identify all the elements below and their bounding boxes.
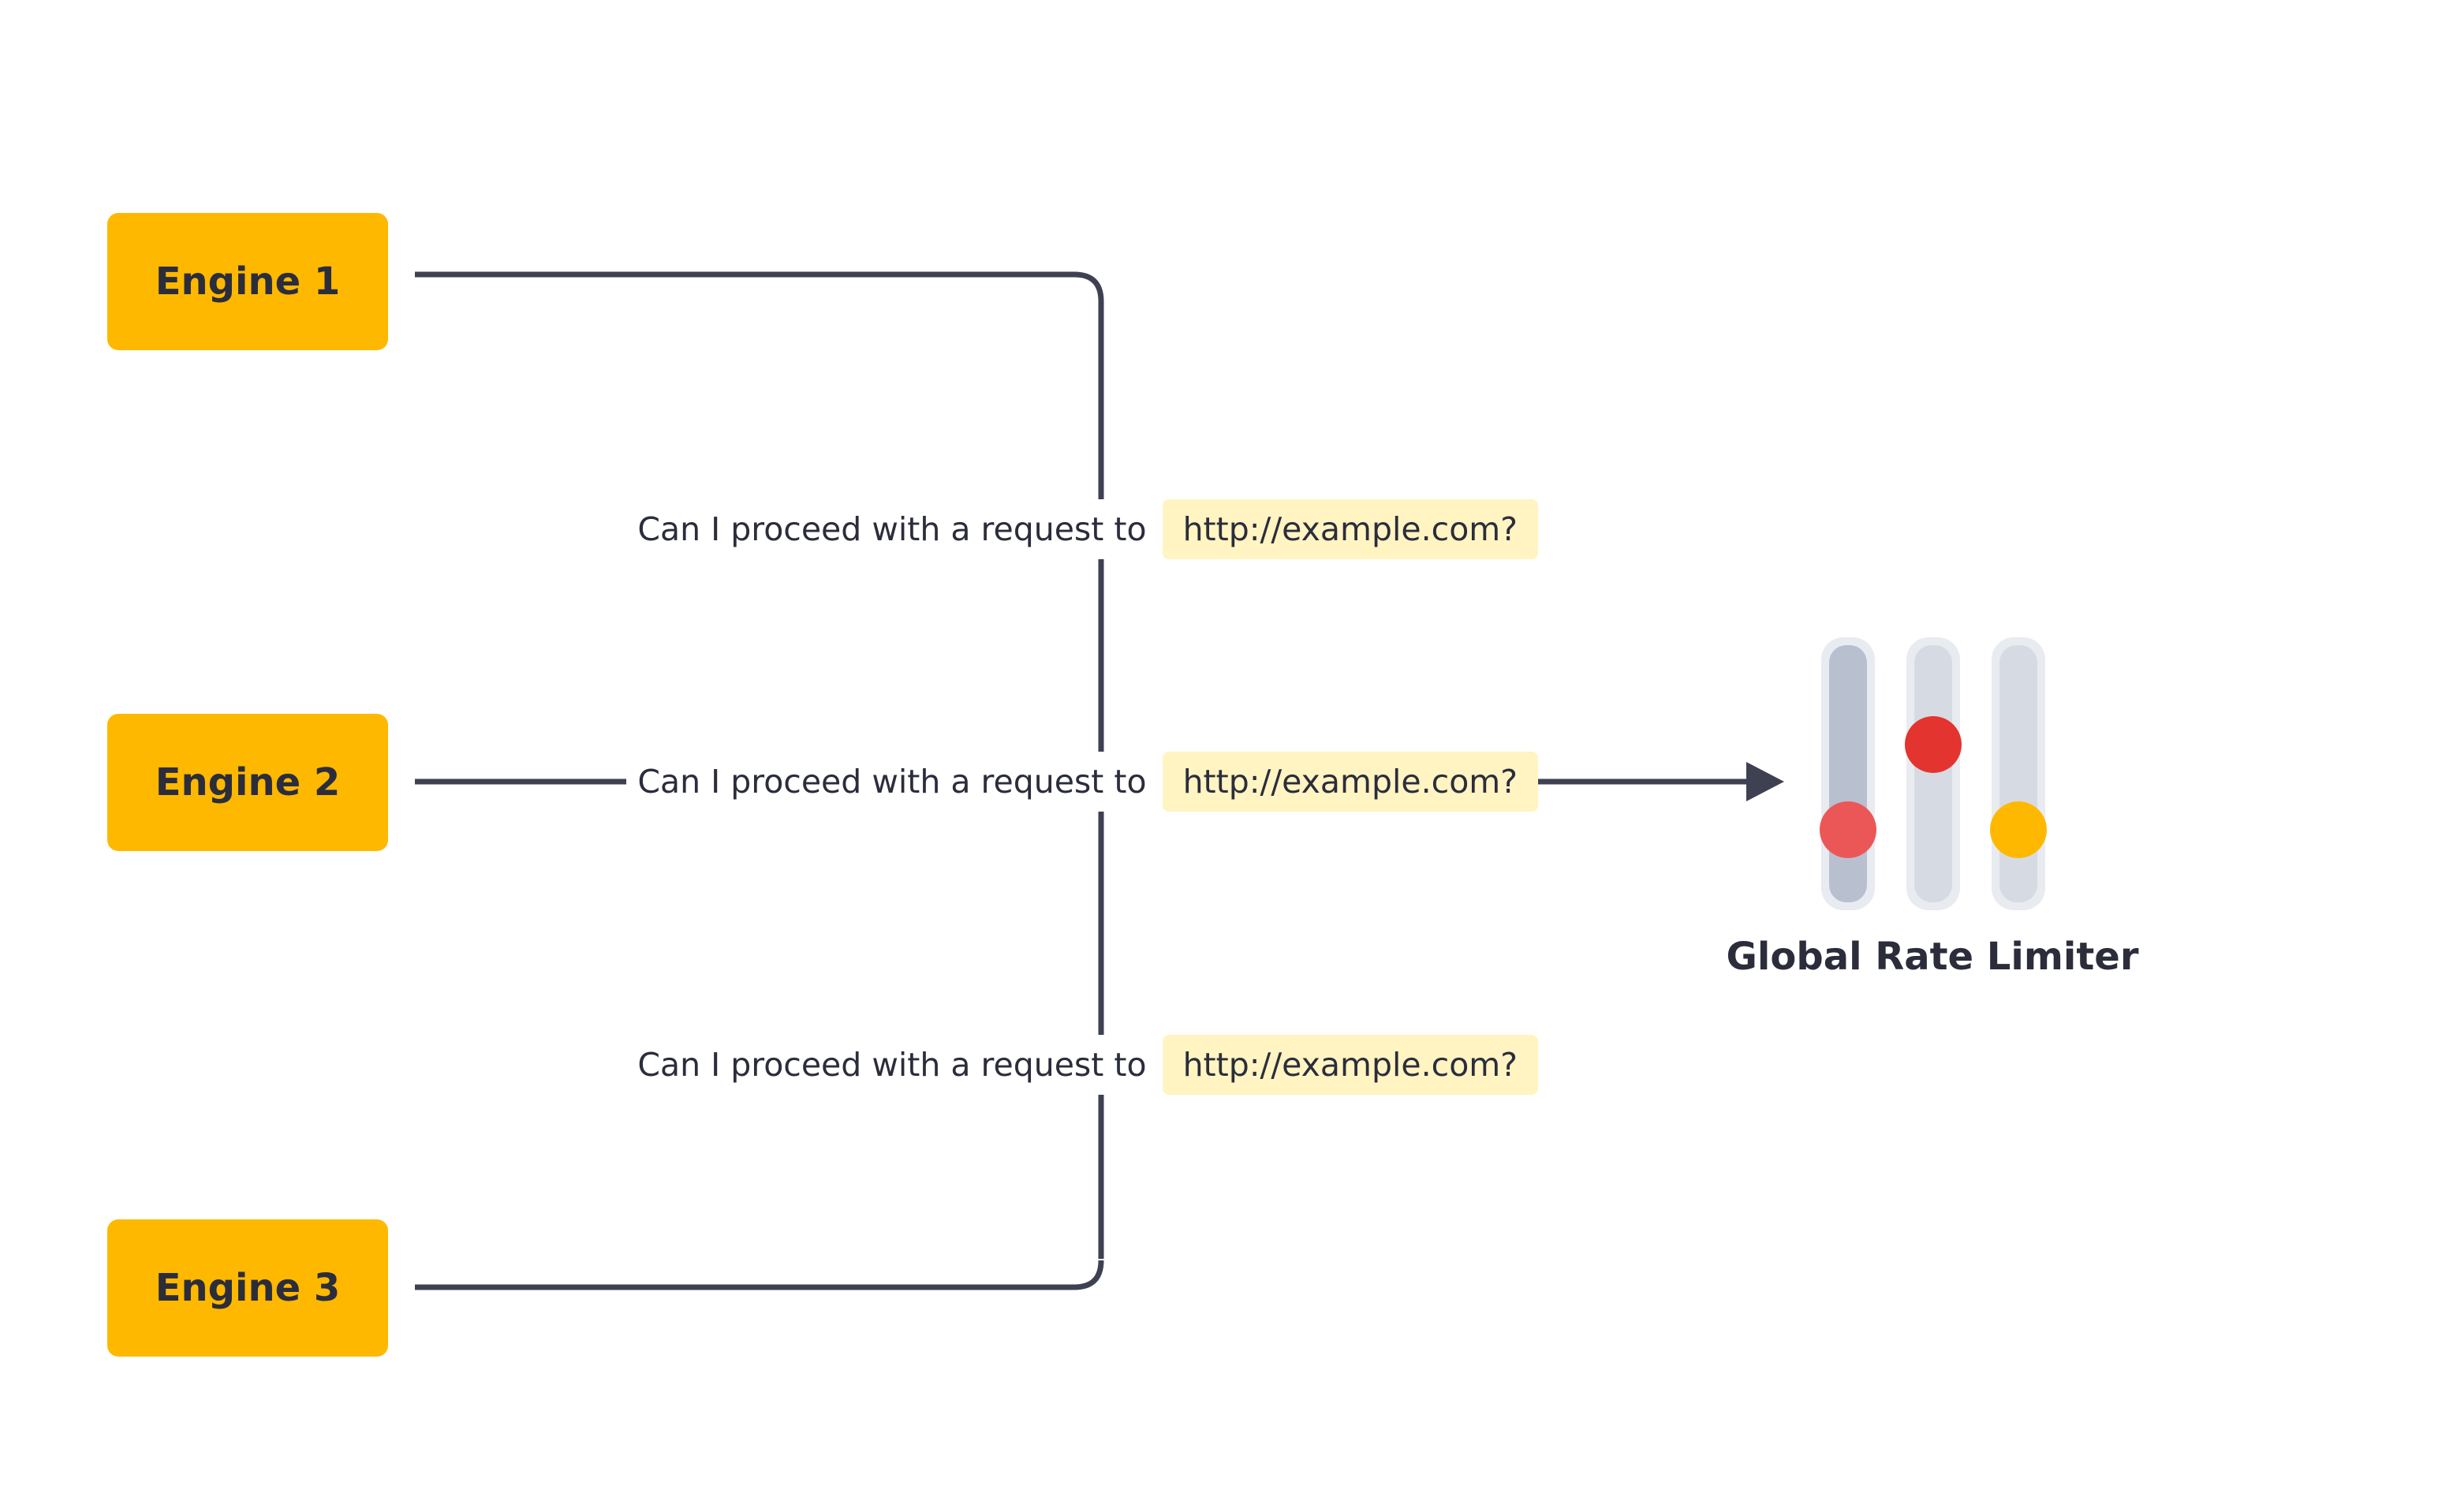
engine-1-box: Engine 1	[107, 213, 388, 350]
slider-2	[1905, 637, 1962, 910]
engine-1-label: Engine 1	[155, 259, 341, 304]
engine-1-connector	[415, 271, 1104, 1259]
slider-3	[1990, 637, 2047, 910]
url-highlight: http://example.com?	[1162, 499, 1538, 559]
url-highlight: http://example.com?	[1162, 752, 1538, 812]
question-text: Can I proceed with a request to	[637, 763, 1147, 801]
request-question-2: Can I proceed with a request to http://e…	[626, 752, 1538, 812]
engine-2-label: Engine 2	[155, 760, 341, 805]
rate-limiter-icon	[1820, 637, 2047, 910]
rate-limiter-title: Global Rate Limiter	[1726, 935, 2139, 979]
slider-1	[1820, 637, 1876, 910]
engine-3-connector	[415, 1260, 1104, 1290]
engine-2-box: Engine 2	[107, 714, 388, 851]
engine-3-label: Engine 3	[155, 1266, 341, 1310]
engine-3-box: Engine 3	[107, 1219, 388, 1357]
arrowhead-icon	[1746, 762, 1784, 801]
question-text: Can I proceed with a request to	[637, 510, 1147, 548]
slider-knob	[1905, 716, 1962, 773]
slider-knob	[1820, 801, 1876, 858]
request-question-1: Can I proceed with a request to http://e…	[626, 499, 1538, 559]
question-text: Can I proceed with a request to	[637, 1046, 1147, 1084]
request-question-3: Can I proceed with a request to http://e…	[626, 1035, 1538, 1095]
slider-knob	[1990, 801, 2047, 858]
url-highlight: http://example.com?	[1162, 1035, 1538, 1095]
